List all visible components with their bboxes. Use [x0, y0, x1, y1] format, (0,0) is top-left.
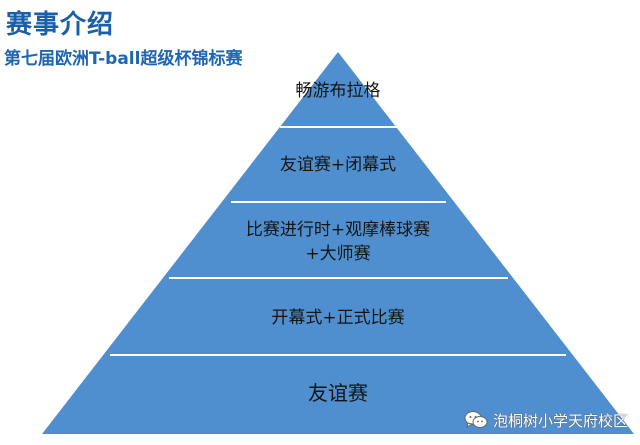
page-title: 赛事介绍 — [6, 10, 115, 40]
tier-5-label: 友谊赛 — [308, 381, 368, 405]
tier-3-label-line-1: 比赛进行时+观摩棒球赛 — [246, 219, 430, 240]
tier-2-label: 友谊赛+闭幕式 — [280, 154, 396, 175]
wechat-icon — [464, 410, 488, 430]
tier-3-label-line-2: +大师赛 — [305, 243, 370, 264]
pyramid-shape — [42, 52, 634, 434]
tier-1-label: 畅游布拉格 — [296, 81, 381, 101]
page-subtitle: 第七届欧洲T-ball超级杯锦标赛 — [4, 49, 243, 69]
watermark-text: 泡桐树小学天府校区 — [492, 411, 628, 430]
watermark: 泡桐树小学天府校区 — [464, 408, 628, 432]
tier-4-label: 开幕式+正式比赛 — [271, 307, 404, 328]
